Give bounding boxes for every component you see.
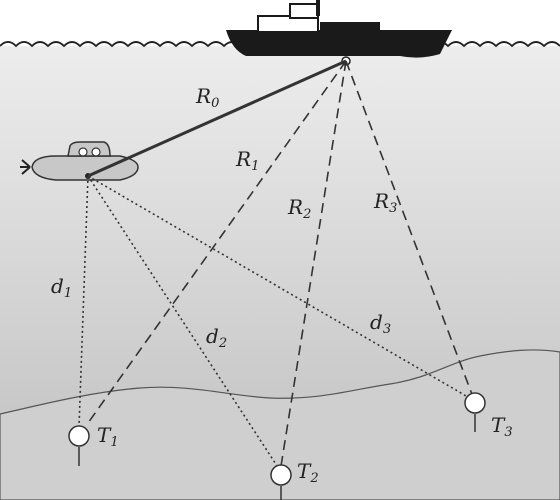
label-r0: R0 (195, 84, 219, 111)
label-t3: T3 (491, 413, 513, 440)
label-r2-base: R (287, 195, 303, 219)
label-r2-sub: 2 (302, 207, 311, 222)
label-d1-base: d (51, 274, 64, 298)
range-line-r0 (87, 59, 347, 178)
seabed (0, 349, 560, 500)
label-t2-base: T (297, 459, 312, 483)
submarine (20, 141, 139, 181)
distance-line-d3 (87, 175, 474, 401)
submarine-porthole-2 (91, 147, 101, 157)
range-line-r3 (345, 60, 474, 398)
ship-deck (320, 22, 380, 32)
label-t1: T1 (97, 423, 119, 450)
label-r1-base: R (235, 147, 251, 171)
transponder-t2-buoy (270, 464, 292, 486)
transponder-t3 (464, 392, 486, 432)
surface-ship (226, 0, 452, 58)
label-t1-sub: 1 (110, 435, 118, 450)
label-d2-sub: 2 (218, 336, 227, 351)
label-d1-sub: 1 (64, 286, 72, 301)
label-r0-sub: 0 (211, 96, 219, 111)
label-r1-sub: 1 (251, 159, 259, 174)
label-t3-base: T (491, 413, 506, 437)
submarine-tower (67, 141, 111, 157)
label-d2-base: d (206, 324, 219, 348)
label-d3-base: d (370, 310, 383, 334)
label-r3: R3 (373, 189, 397, 216)
transponder-t2 (270, 464, 292, 500)
submarine-propeller (20, 159, 31, 175)
range-line-r1 (87, 60, 347, 424)
ship-bridge (289, 3, 319, 19)
label-t2: T2 (297, 459, 319, 486)
distance-line-d1 (78, 175, 89, 428)
label-t2-sub: 2 (309, 471, 318, 486)
distance-line-d2 (87, 175, 282, 473)
label-d3: d3 (370, 310, 391, 337)
submarine-porthole-1 (78, 147, 88, 157)
label-r3-sub: 3 (389, 201, 397, 216)
transponder-t3-buoy (464, 392, 486, 414)
transponder-t1 (68, 425, 90, 466)
label-r2: R2 (287, 195, 311, 222)
label-d2: d2 (206, 324, 227, 351)
label-r0-base: R (195, 84, 211, 108)
ship-hull (226, 30, 452, 58)
label-d1: d1 (51, 274, 72, 301)
label-r1: R1 (235, 147, 259, 174)
label-t1-base: T (97, 423, 112, 447)
range-line-r2 (280, 60, 347, 467)
ship-superstructure (257, 15, 319, 33)
ship-mast (316, 0, 320, 16)
label-t3-sub: 3 (504, 425, 512, 440)
label-r3-base: R (373, 189, 389, 213)
transponder-t1-buoy (68, 425, 90, 447)
label-d3-sub: 3 (383, 322, 391, 337)
submarine-hull (31, 155, 139, 181)
